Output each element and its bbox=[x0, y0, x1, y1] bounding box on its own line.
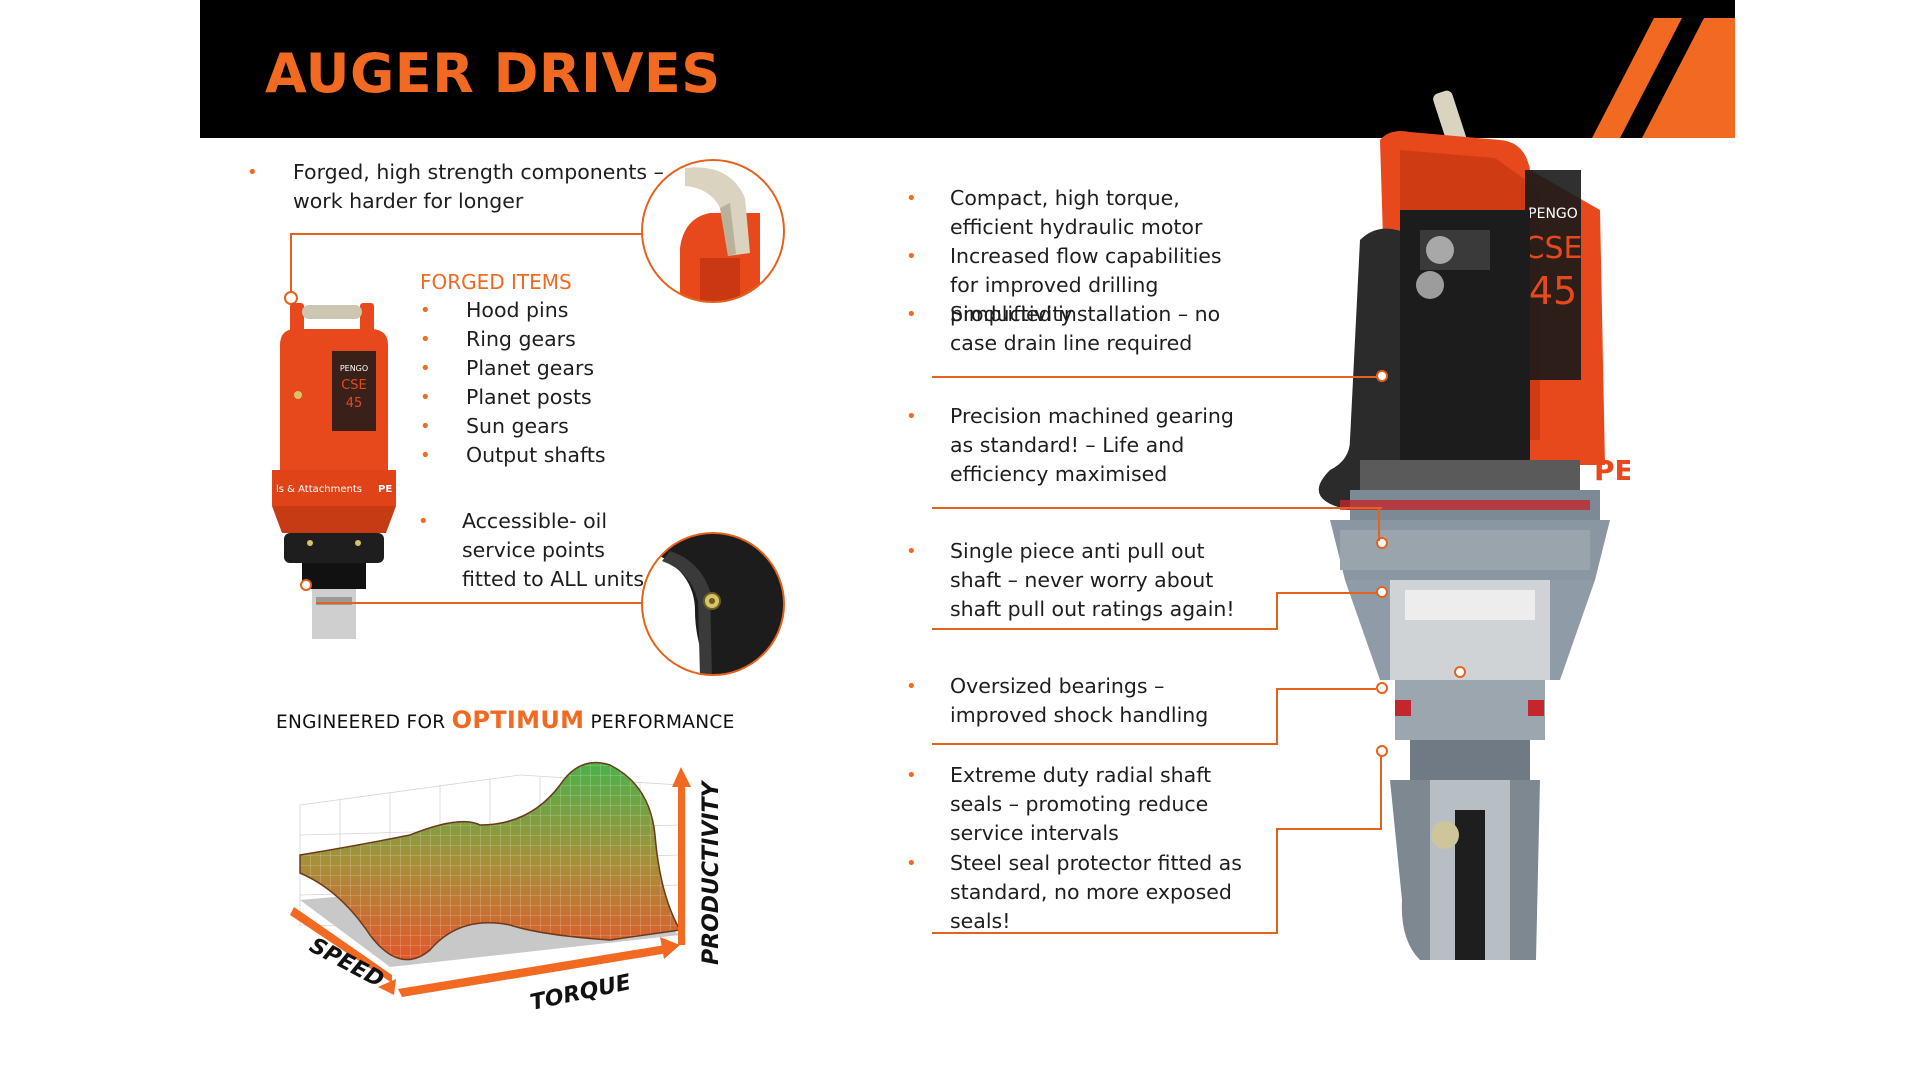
bullet-motor: •Compact, high torque, efficient hydraul… bbox=[906, 186, 1203, 239]
performance-heading: ENGINEERED FOR OPTIMUM PERFORMANCE bbox=[276, 706, 735, 734]
hood-pin-detail bbox=[641, 159, 785, 303]
small-unit-band-text: ls & Attachments bbox=[276, 484, 362, 495]
leader-line bbox=[932, 932, 1278, 934]
speed-axis-arrow bbox=[290, 907, 392, 983]
leader-line bbox=[290, 233, 642, 235]
optimum-highlight: OPTIMUM bbox=[451, 706, 585, 734]
axis-label-torque: TORQUE bbox=[528, 970, 633, 1016]
list-item: •Planet posts bbox=[420, 385, 592, 409]
small-unit-size: 45 bbox=[346, 396, 363, 411]
header-band bbox=[200, 0, 1735, 138]
list-item: •Hood pins bbox=[420, 298, 569, 322]
leader-line bbox=[1276, 592, 1278, 630]
leader-line bbox=[1276, 688, 1376, 690]
leader-line bbox=[932, 376, 1382, 378]
list-item: •Ring gears bbox=[420, 327, 576, 351]
bullet-flow: •Increased flow capabilities for improve… bbox=[906, 244, 1222, 326]
leader-line bbox=[290, 233, 292, 295]
big-unit-brand: PENGO bbox=[1528, 206, 1578, 222]
bullet-gearing: •Precision machined gearing as standard!… bbox=[906, 404, 1234, 486]
bullet-text: Accessible- oil service points fitted to… bbox=[462, 509, 645, 591]
leader-line bbox=[1276, 688, 1278, 745]
bullet-seal-protector: •Steel seal protector fitted as standard… bbox=[906, 851, 1242, 933]
header-stripes bbox=[1592, 18, 1735, 138]
productivity-axis-arrow bbox=[678, 785, 685, 945]
leader-line bbox=[1276, 828, 1278, 934]
leader-line bbox=[1378, 507, 1380, 541]
torque-axis-arrow bbox=[398, 945, 668, 997]
bullet-forged-components: • Forged, high strength components – wor… bbox=[247, 158, 667, 216]
bullet-seals: •Extreme duty radial shaft seals – promo… bbox=[906, 763, 1212, 845]
leader-line bbox=[316, 602, 642, 604]
forged-items-list: •Hood pins •Ring gears •Planet gears •Pl… bbox=[420, 296, 650, 470]
small-auger-image: PENGO CSE 45 ls & Attachments PE bbox=[272, 303, 396, 639]
callout-dot bbox=[1376, 370, 1388, 382]
big-unit-size: 45 bbox=[1529, 269, 1577, 313]
small-unit-model: CSE bbox=[341, 378, 367, 393]
big-unit-model: CSE bbox=[1524, 231, 1583, 266]
leader-line bbox=[1276, 592, 1376, 594]
bullet-bearings: •Oversized bearings – improved shock han… bbox=[906, 674, 1209, 727]
leader-line bbox=[932, 743, 1278, 745]
axis-label-productivity: PRODUCTIVITY bbox=[699, 780, 724, 965]
forged-items-title: FORGED ITEMS bbox=[420, 270, 572, 294]
small-unit-brand: PENGO bbox=[340, 364, 368, 373]
leader-line bbox=[932, 507, 1382, 509]
leader-line bbox=[1380, 752, 1382, 830]
small-unit-band-brand: PE bbox=[378, 484, 392, 495]
list-item: •Sun gears bbox=[420, 414, 569, 438]
bullet-oil-service: • Accessible- oil service points fitted … bbox=[418, 507, 648, 594]
list-item: •Output shafts bbox=[420, 443, 606, 467]
list-item: •Planet gears bbox=[420, 356, 595, 380]
leader-line bbox=[932, 628, 1278, 630]
page-title: AUGER DRIVES bbox=[265, 42, 721, 105]
bullet-installation: •Simplified installation – no case drain… bbox=[906, 302, 1221, 355]
oil-port-detail bbox=[641, 532, 785, 676]
big-unit-side-text: PE bbox=[1594, 454, 1630, 487]
leader-line bbox=[1276, 828, 1382, 830]
callout-dot bbox=[1376, 745, 1388, 757]
callout-dot bbox=[1376, 586, 1388, 598]
bullet-text: Forged, high strength components – work … bbox=[293, 160, 664, 213]
callout-dot bbox=[1376, 682, 1388, 694]
bullet-shaft: •Single piece anti pull out shaft – neve… bbox=[906, 539, 1235, 621]
performance-surface-graphic: SPEED TORQUE PRODUCTIVITY bbox=[290, 761, 724, 1016]
cutaway-auger-image: PENGO CSE 45 PE bbox=[1318, 90, 1630, 960]
